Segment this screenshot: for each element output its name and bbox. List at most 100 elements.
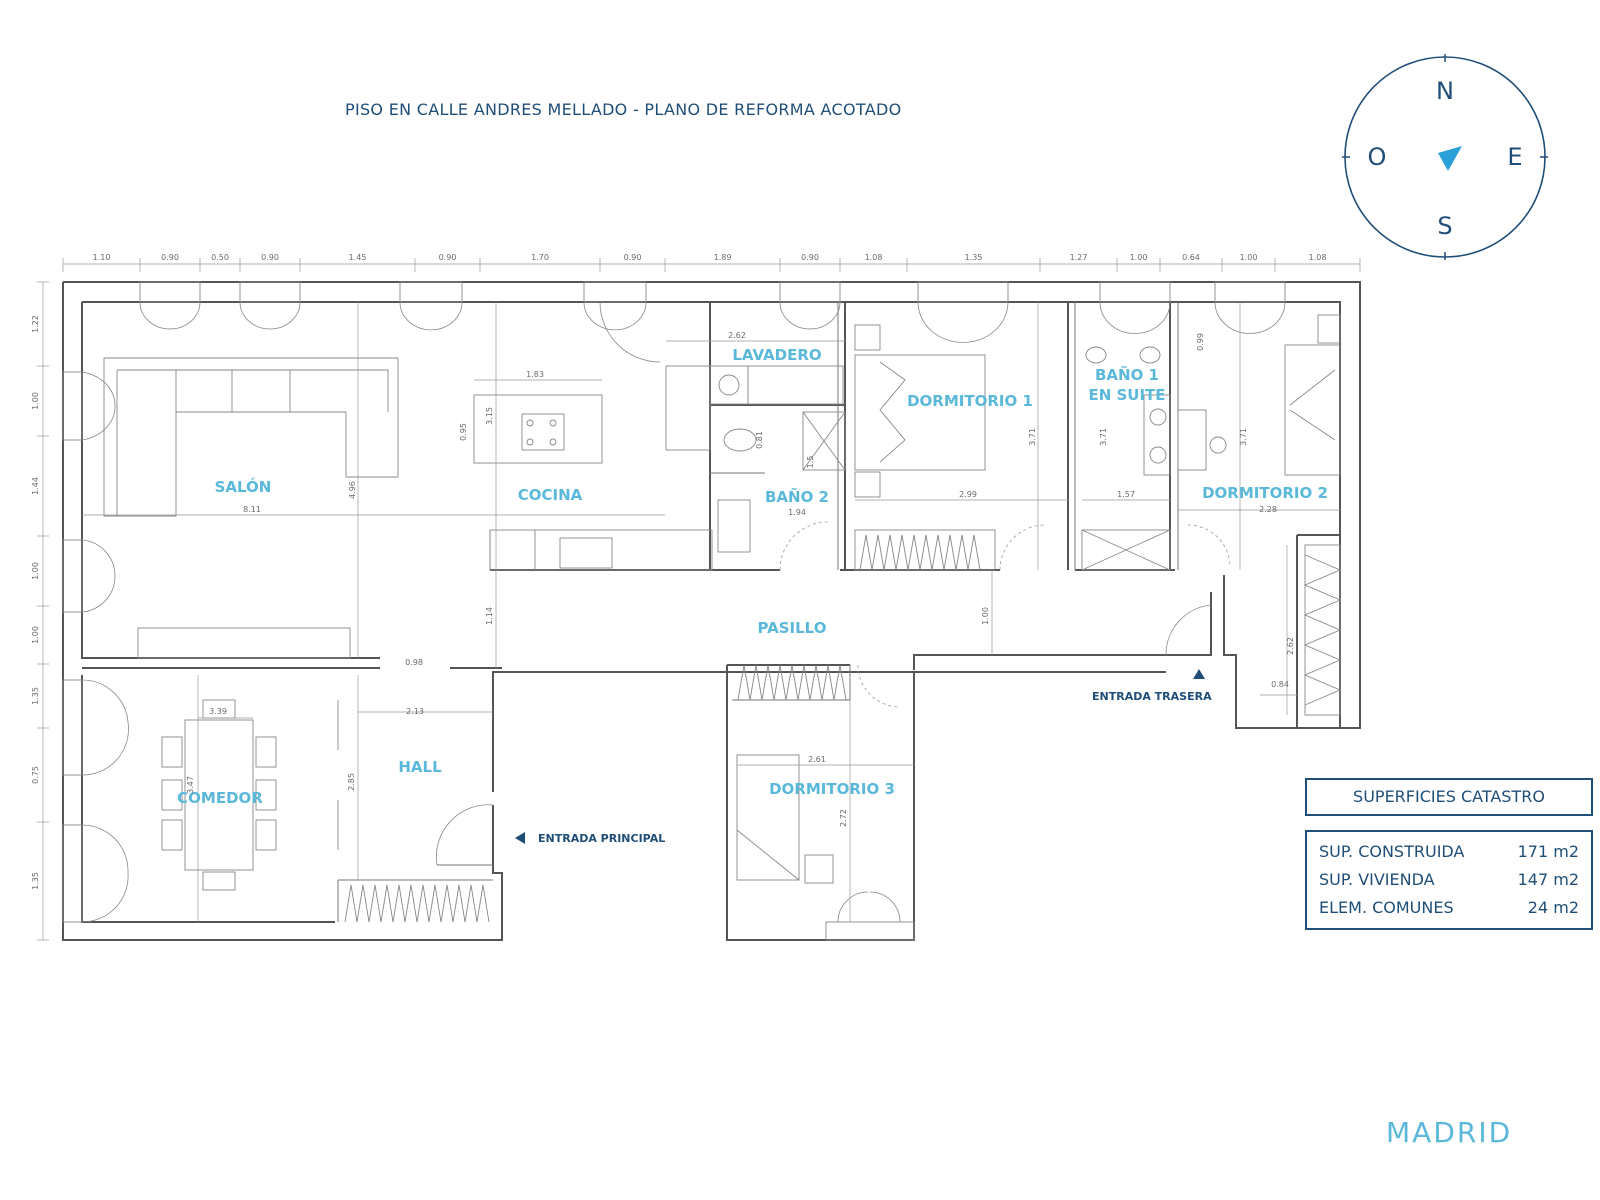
dim-closet-height: 2.62: [1286, 637, 1295, 655]
room-label-bano1-line2: EN SUITE: [1088, 386, 1165, 404]
bano2-fixtures: [717, 411, 846, 553]
window-swing: [583, 301, 647, 331]
compass-south: S: [1437, 212, 1452, 240]
top-dimension-label: 1.27: [1070, 253, 1088, 262]
dim-island-width: 1.83: [526, 370, 544, 379]
plan-title: PISO EN CALLE ANDRES MELLADO - PLANO DE …: [345, 100, 902, 119]
top-dimension-label: 1.35: [965, 253, 983, 262]
dim-cocina-height: 3.15: [485, 407, 494, 425]
dim-bano1-width: 1.57: [1117, 490, 1135, 499]
room-label-dormitorio3: DORMITORIO 3: [769, 780, 895, 798]
superficie-label: ELEM. COMUNES: [1319, 898, 1454, 917]
dim-dorm3-width: 2.61: [808, 755, 826, 764]
dim-dorm2-height: 3.71: [1239, 428, 1248, 446]
window: [917, 281, 1009, 303]
top-dimension-label: 1.00: [1130, 253, 1148, 262]
superficies-list: SUP. CONSTRUIDA 171 m2 SUP. VIVIENDA 147…: [1305, 830, 1593, 930]
superficies-panel: SUPERFICIES CATASTRO SUP. CONSTRUIDA 171…: [1305, 778, 1593, 930]
window-swing: [239, 301, 301, 330]
outer-walls: [62, 281, 1361, 941]
compass-west: O: [1368, 143, 1387, 171]
dormitorio3-furniture: [736, 664, 915, 941]
room-label-salon: SALÓN: [215, 477, 272, 496]
entrance-trasera: ENTRADA TRASERA: [1092, 669, 1212, 703]
top-dimension-label: 1.08: [1309, 253, 1327, 262]
entrance-trasera-label: ENTRADA TRASERA: [1092, 690, 1212, 703]
window: [1099, 281, 1171, 303]
room-label-dormitorio1: DORMITORIO 1: [907, 392, 1033, 410]
dim-door-hall: 0.98: [405, 658, 423, 667]
dim-dorm2-width: 2.28: [1259, 505, 1277, 514]
city-label: MADRID: [1386, 1116, 1513, 1149]
dim-lavadero-width: 2.62: [728, 331, 746, 340]
salon-furniture: [103, 357, 399, 659]
hall-furniture: [337, 700, 494, 923]
window-swing: [399, 301, 463, 331]
dim-island-depth: 0.95: [459, 423, 468, 441]
entrance-principal: ENTRADA PRINCIPAL: [515, 832, 665, 845]
compass-east: E: [1507, 143, 1522, 171]
window: [139, 281, 201, 303]
entrance-arrow-icon: [515, 832, 525, 844]
dormitorio1-furniture: [854, 324, 996, 571]
interior-dimension-labels: 8.11 4.96 2.62 1.83 0.95 3.15 0.81 1.94 …: [186, 331, 1295, 827]
left-dimension-label: 1.00: [31, 626, 40, 644]
top-dimension-label: 0.90: [624, 253, 642, 262]
top-dimension-label: 1.08: [865, 253, 883, 262]
room-label-cocina: COCINA: [518, 486, 583, 504]
dim-bano2-b: 1.94: [788, 508, 806, 517]
superficie-row: SUP. CONSTRUIDA 171 m2: [1319, 838, 1579, 866]
top-dimension-label: 1.10: [93, 253, 111, 262]
dim-dorm2-top: 0.99: [1196, 333, 1205, 351]
superficie-value: 24 m2: [1527, 898, 1579, 917]
top-dimension-label: 0.90: [801, 253, 819, 262]
dim-bano1-height: 3.71: [1099, 428, 1108, 446]
window: [1214, 281, 1286, 303]
dim-bano2-c: 1.5: [806, 456, 815, 469]
top-dimension-label: 1.70: [531, 253, 549, 262]
dim-salon-height: 4.96: [348, 481, 357, 499]
lavadero-furniture: [709, 365, 844, 405]
dim-closet-width: 0.84: [1271, 680, 1289, 689]
dim-comedor-height: 3.47: [186, 776, 195, 794]
left-dimension-label: 1.35: [31, 872, 40, 890]
dim-dorm1-height: 3.71: [1028, 428, 1037, 446]
window-swing: [917, 301, 1009, 343]
top-dimension-label: 0.90: [161, 253, 179, 262]
left-dimension-label: 1.00: [31, 562, 40, 580]
room-label-bano1-line1: BAÑO 1: [1095, 365, 1159, 384]
superficies-title: SUPERFICIES CATASTRO: [1305, 778, 1593, 816]
superficie-value: 147 m2: [1517, 870, 1579, 889]
room-label-pasillo: PASILLO: [758, 619, 827, 637]
interior-doors: [599, 301, 1231, 708]
left-dimension-label: 1.00: [31, 392, 40, 410]
top-dimension-label: 0.90: [439, 253, 457, 262]
compass-north: N: [1436, 77, 1454, 105]
top-dimension-label: 0.50: [211, 253, 229, 262]
entrance-arrow-icon: [1193, 669, 1205, 679]
window: [399, 281, 463, 303]
left-dimension-label: 1.35: [31, 687, 40, 705]
windows: [139, 281, 1286, 343]
window-swing: [779, 301, 841, 330]
room-label-dormitorio2: DORMITORIO 2: [1202, 484, 1328, 502]
compass-needle-icon: [1438, 146, 1462, 171]
top-dimension-label: 1.45: [349, 253, 367, 262]
room-labels: SALÓN COCINA LAVADERO BAÑO 2 DORMITORIO …: [177, 346, 1328, 807]
interior-dimension-lines: [82, 302, 1340, 922]
window-swing: [1214, 301, 1286, 334]
window-swing: [1099, 301, 1171, 334]
dim-pasillo-b: 1.00: [981, 607, 990, 625]
dim-dorm3-height: 2.72: [839, 809, 848, 827]
window: [779, 281, 841, 303]
dim-hall-height: 2.85: [347, 773, 356, 791]
top-dimension-label: 0.64: [1182, 253, 1200, 262]
window: [583, 281, 647, 303]
dim-pasillo-a: 1.14: [485, 607, 494, 625]
top-dimension-label: 1.89: [714, 253, 732, 262]
left-dimension-label: 0.75: [31, 766, 40, 784]
superficie-label: SUP. CONSTRUIDA: [1319, 842, 1465, 861]
balcony-doors: [62, 371, 129, 923]
superficie-value: 171 m2: [1517, 842, 1579, 861]
